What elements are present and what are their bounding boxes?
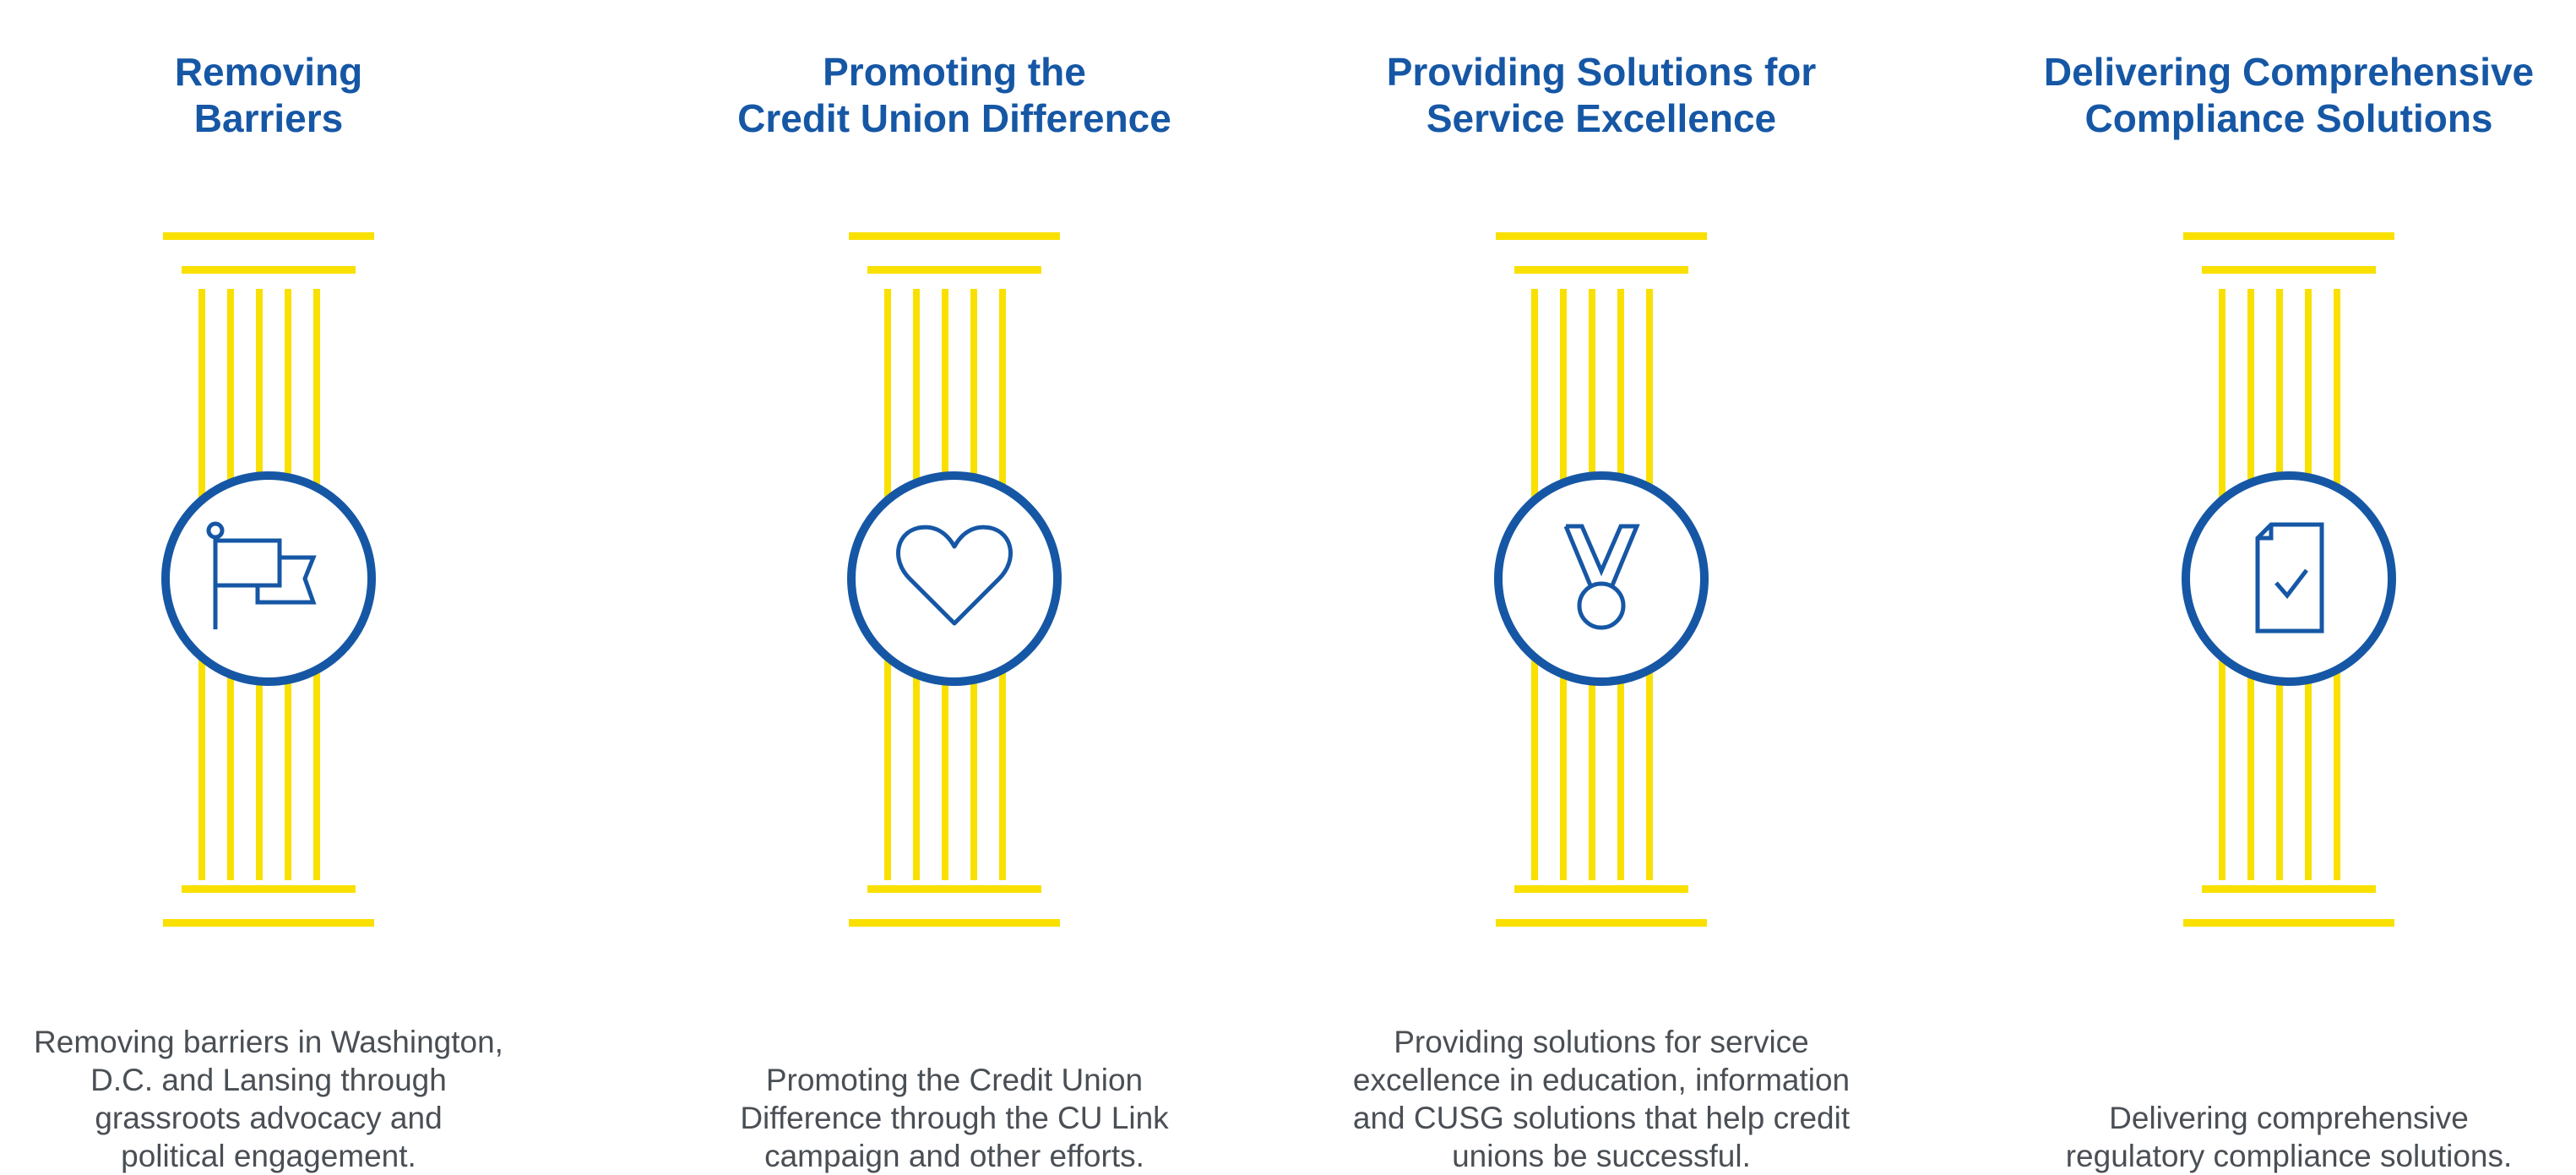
column-graphic: [840, 224, 1068, 933]
column-graphic: [2175, 224, 2403, 933]
pillar-removing-barriers: Removing Barriers Removing barriers in W…: [0, 0, 556, 1175]
pillar-description: Providing solutions for service excellen…: [1352, 1025, 1850, 1173]
column-graphic: [1487, 224, 1715, 933]
pillar-credit-union-difference: Promoting the Credit Union Difference Pr…: [667, 0, 1242, 1175]
column-graphic: [155, 224, 383, 933]
heart-icon: [896, 525, 1013, 626]
pillar-title: Promoting the Credit Union Difference: [737, 50, 1171, 140]
medal-icon: [1563, 524, 1640, 630]
flag-icon: [206, 521, 317, 629]
pillar-title: Providing Solutions for Service Excellen…: [1386, 50, 1817, 140]
pillar-description: Promoting the Credit Union Difference th…: [740, 1063, 1169, 1173]
pillar-description: Removing barriers in Washington, D.C. an…: [34, 1025, 503, 1173]
pillar-service-excellence: Providing Solutions for Service Excellen…: [1314, 0, 1889, 1175]
pillar-title: Delivering Comprehensive Compliance Solu…: [2043, 50, 2535, 140]
pillar-title: Removing Barriers: [174, 50, 363, 140]
document-check-icon: [2255, 522, 2324, 634]
pillar-compliance-solutions: Delivering Comprehensive Compliance Solu…: [2002, 0, 2576, 1175]
pillar-description: Delivering comprehensive regulatory comp…: [2065, 1101, 2513, 1173]
